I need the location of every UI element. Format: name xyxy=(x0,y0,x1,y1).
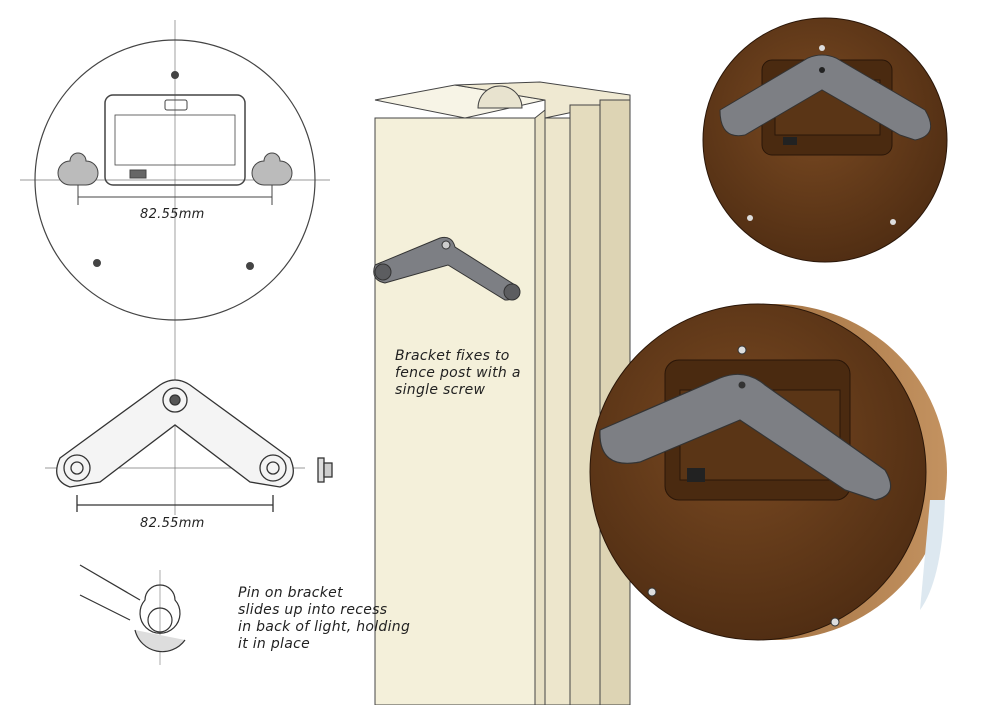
post-bracket xyxy=(373,236,521,301)
bracket-dimension-label: 82.55mm xyxy=(140,516,205,531)
front-dimension-label: 82.55mm xyxy=(140,207,205,222)
pin-detail-left xyxy=(79,564,186,665)
bracket-view xyxy=(45,345,333,515)
front-view-light xyxy=(20,20,330,345)
post-note: Bracket fixes to fence post with a singl… xyxy=(395,348,521,398)
fence-post xyxy=(373,81,631,705)
rendered-light-small xyxy=(702,17,948,263)
rendered-light-large xyxy=(589,303,947,641)
pin-note: Pin on bracket slides up into recess in … xyxy=(238,585,411,652)
